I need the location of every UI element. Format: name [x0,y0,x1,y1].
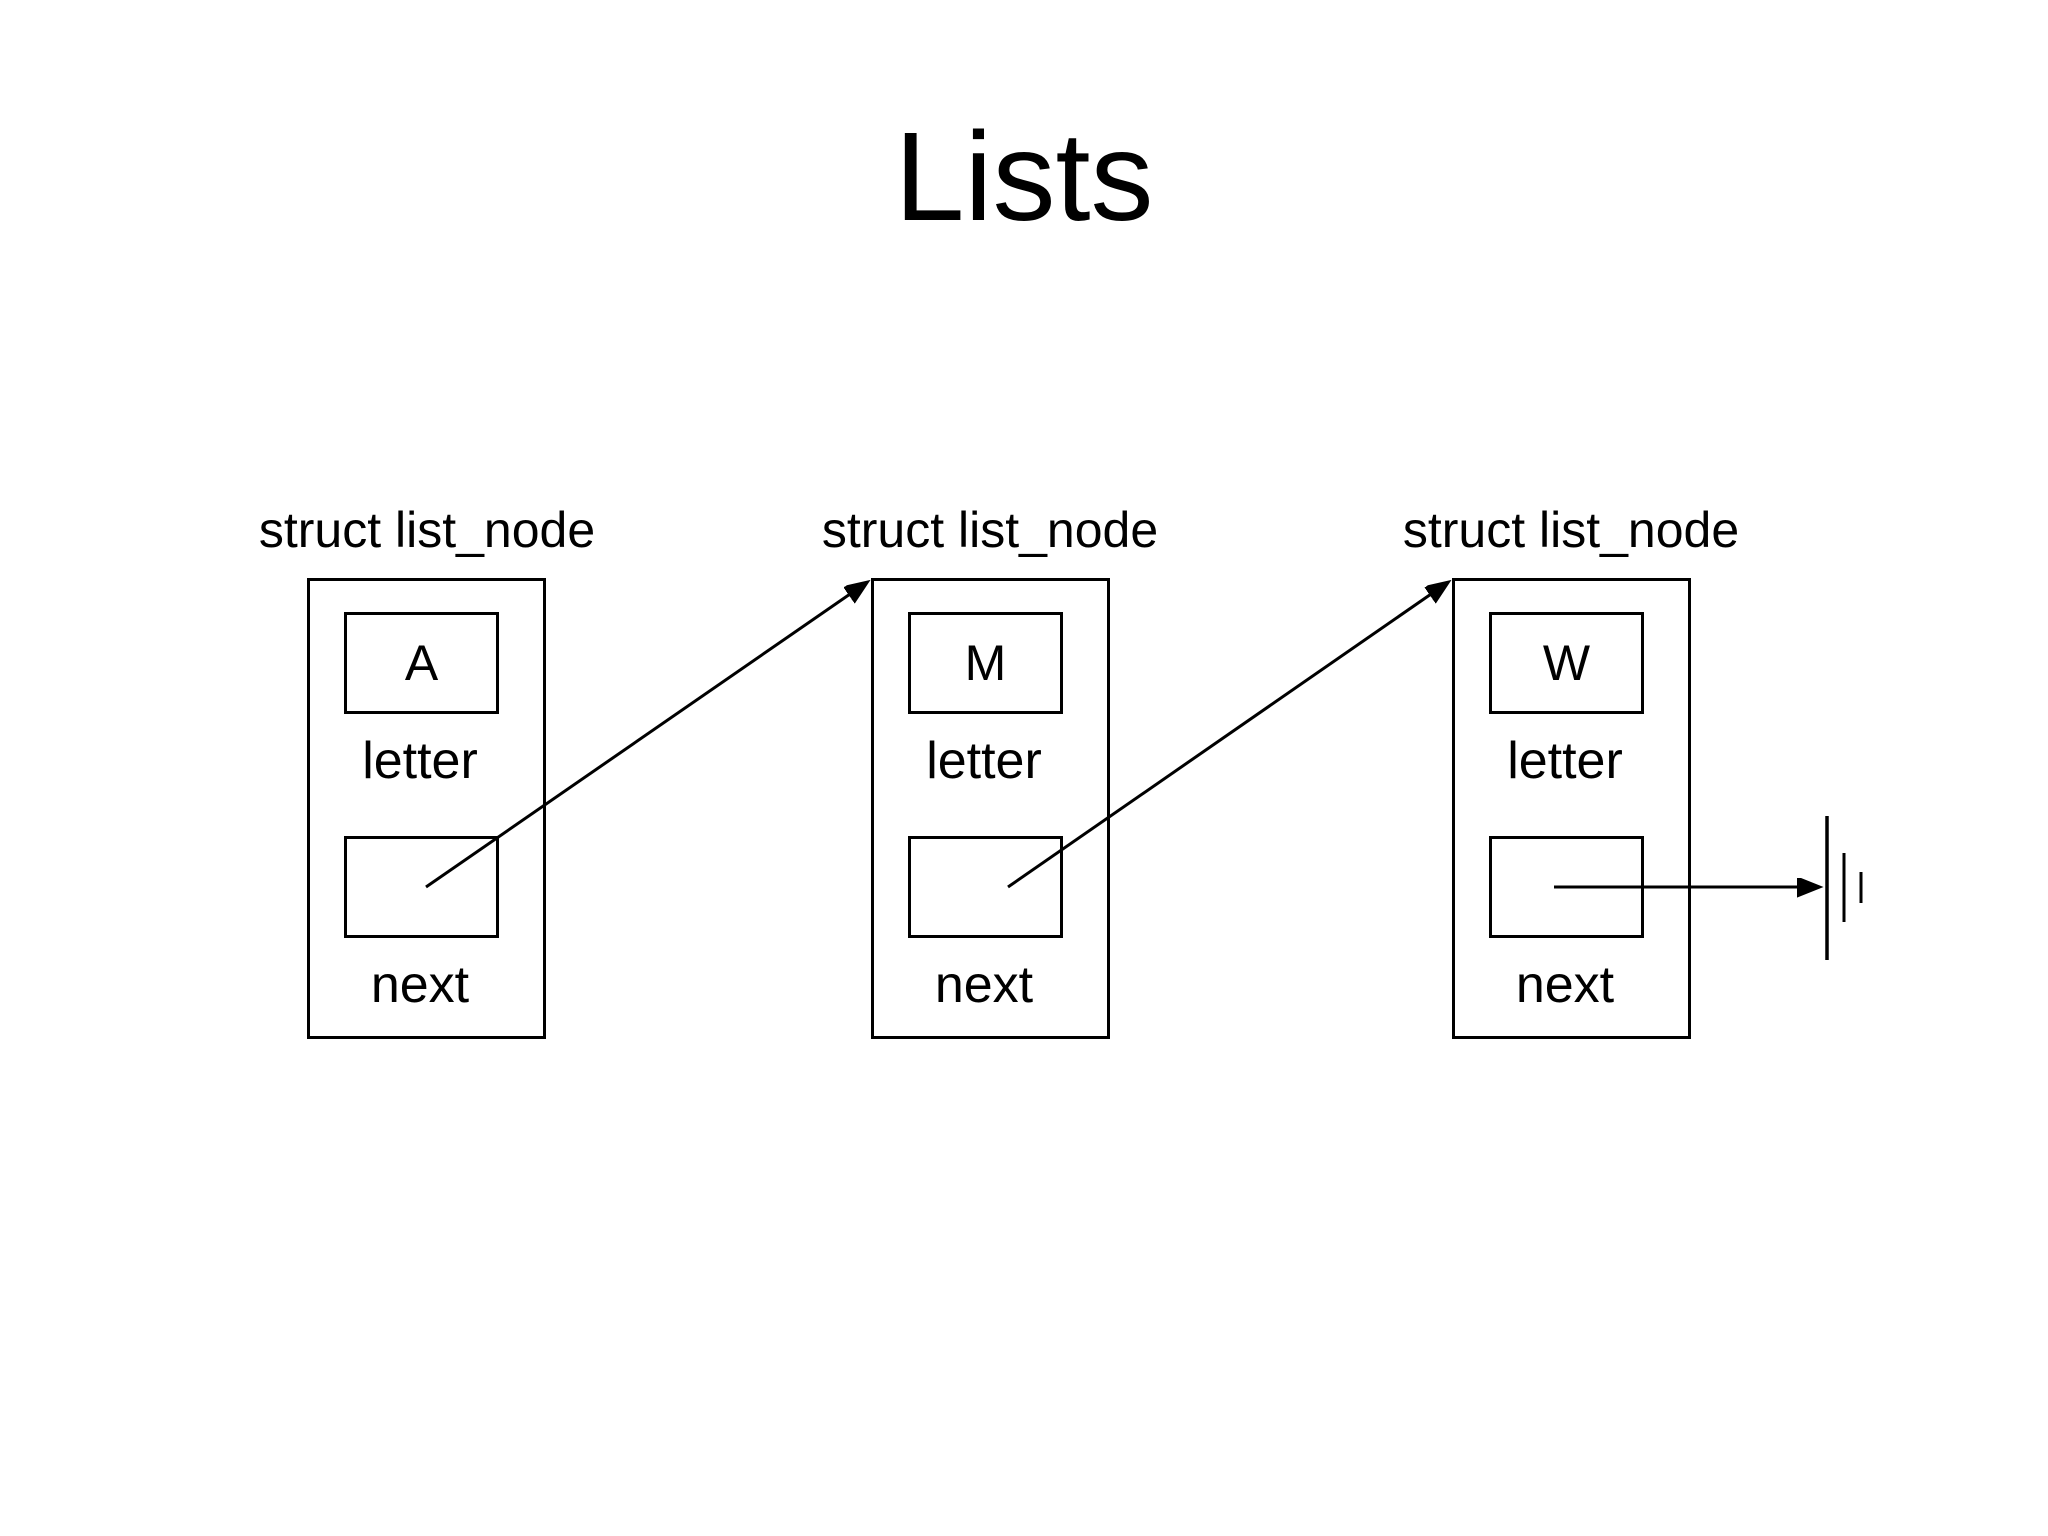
struct-label-node-1: struct list_node [258,502,596,558]
letter-field-label-1: letter [362,732,478,790]
next-pointer-box-2 [908,836,1063,938]
list-node-box-1: A letter next [307,578,546,1039]
struct-label-node-3: struct list_node [1402,502,1740,558]
letter-field-box-2: M [908,612,1063,714]
letter-field-box-3: W [1489,612,1644,714]
letter-value-1: A [404,635,439,691]
letter-field-label-2: letter [926,732,1042,790]
struct-label-node-2: struct list_node [821,502,1159,558]
next-pointer-box-1 [344,836,499,938]
next-field-label-2: next [934,956,1034,1014]
next-field-label-3: next [1515,956,1615,1014]
next-field-label-1: next [370,956,470,1014]
page-title: Lists [894,106,1154,247]
list-node-box-2: M letter next [871,578,1110,1039]
list-node-box-3: W letter next [1452,578,1691,1039]
next-pointer-box-3 [1489,836,1644,938]
letter-field-label-3: letter [1507,732,1623,790]
letter-field-box-1: A [344,612,499,714]
letter-value-3: W [1542,635,1591,691]
letter-value-2: M [964,635,1007,691]
null-terminator-icon [1825,816,1863,960]
